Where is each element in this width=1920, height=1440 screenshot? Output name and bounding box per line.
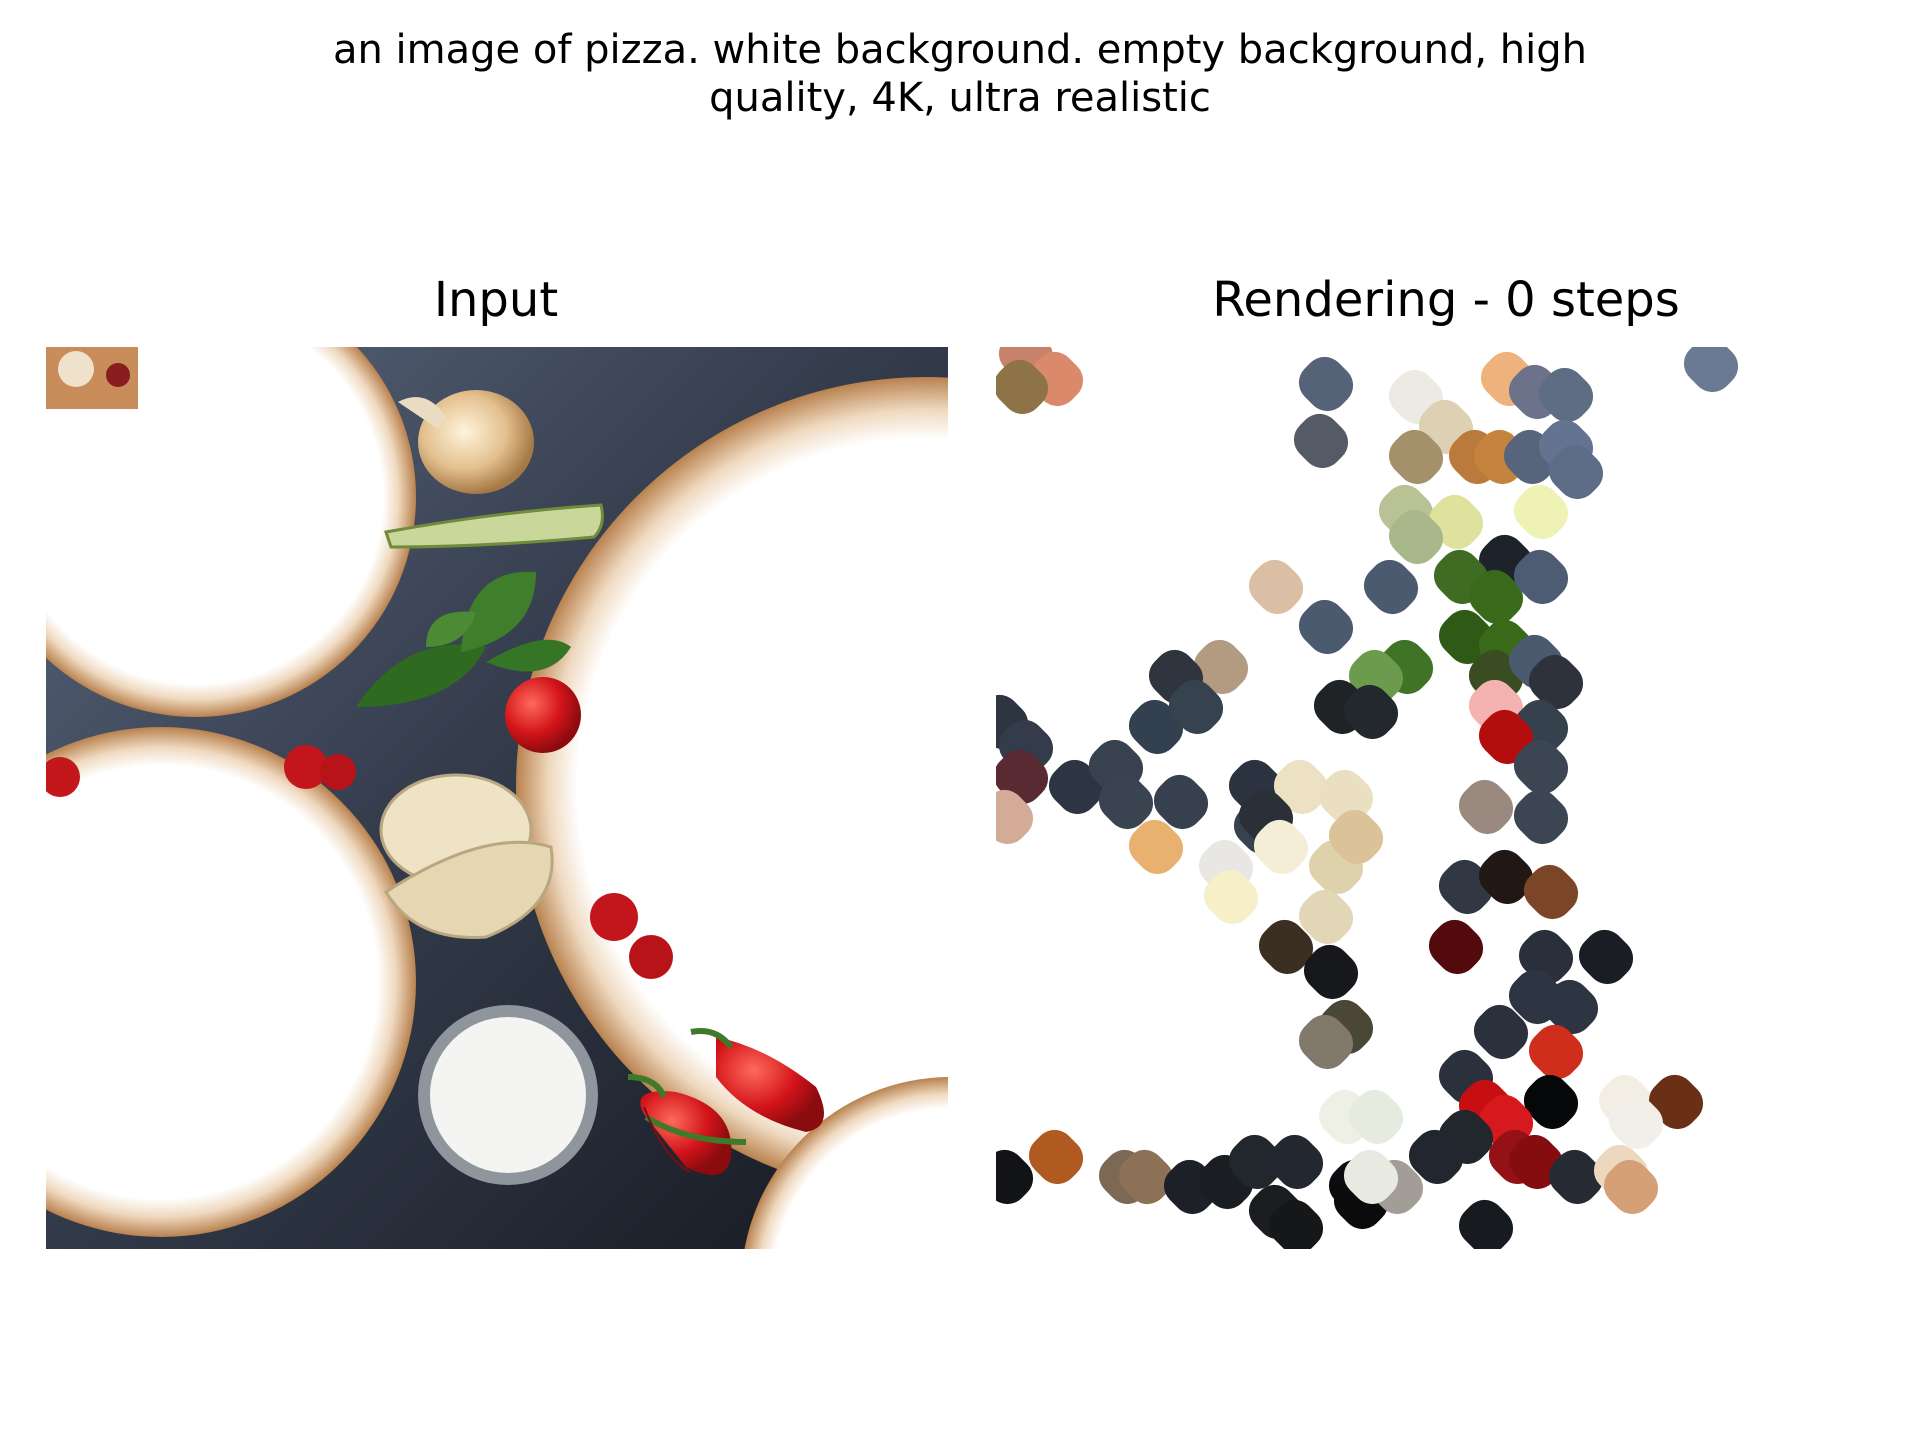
berry-2: [590, 893, 638, 941]
berry-1: [284, 745, 328, 789]
render-blob-16: [1548, 444, 1604, 500]
render-blob-100: [1118, 1149, 1174, 1205]
render-blob-70: [1478, 849, 1534, 905]
render-blob-60: [1128, 819, 1184, 875]
render-blob-56: [1513, 739, 1569, 795]
render-blob-76: [1543, 979, 1599, 1035]
render-blob-53: [1318, 769, 1374, 825]
rendering-blobs: [996, 347, 1739, 1249]
render-blob-106: [1268, 1199, 1324, 1249]
render-blob-11: [1388, 429, 1444, 485]
render-blob-3: [1298, 356, 1354, 412]
render-blob-48: [1098, 774, 1154, 830]
render-blob-55: [1478, 709, 1534, 765]
input-image-drawing: [46, 347, 948, 1249]
render-panel-title: Rendering - 0 steps: [1212, 272, 1680, 328]
render-blob-62: [1203, 869, 1259, 925]
render-blob-68: [1303, 944, 1359, 1000]
render-blob-8: [1683, 347, 1739, 393]
render-blob-38: [1168, 679, 1224, 735]
render-blob-28: [1438, 609, 1494, 665]
figure-title: an image of pizza. white background. emp…: [0, 26, 1920, 122]
render-blob-98: [1028, 1129, 1084, 1185]
cucumber-slice: [384, 503, 604, 549]
cherry-tomato: [505, 677, 581, 753]
render-blob-77: [1473, 1004, 1529, 1060]
render-blob-25: [1248, 559, 1304, 615]
cheese-slice-2: [383, 840, 554, 939]
render-blob-104: [1268, 1134, 1324, 1190]
garlic-bulb: [418, 390, 534, 494]
render-blob-46: [1048, 759, 1104, 815]
render-blob-80: [1528, 1024, 1584, 1080]
render-blob-35: [1193, 639, 1249, 695]
pizza-base-bottom-right: [744, 1077, 948, 1249]
render-blob-87: [1348, 1089, 1404, 1145]
figure-title-line-2: quality, 4K, ultra realistic: [709, 75, 1211, 121]
render-blob-66: [1298, 889, 1354, 945]
render-blob-82: [1523, 1074, 1579, 1130]
render-blob-57: [1513, 789, 1569, 845]
render-blob-74: [1578, 929, 1634, 985]
render-blob-49: [1153, 774, 1209, 830]
pizza-base-bottom-left: [46, 727, 416, 1237]
render-blob-20: [1513, 484, 1569, 540]
render-blob-26: [1363, 559, 1419, 615]
basil-leaf: [356, 644, 486, 707]
render-blob-63: [1253, 819, 1309, 875]
render-blob-27: [1298, 599, 1354, 655]
render-blob-97: [996, 1149, 1034, 1205]
render-blob-23: [1468, 569, 1524, 625]
figure-title-line-1: an image of pizza. white background. emp…: [332, 27, 1588, 73]
pepper-2: [716, 1037, 824, 1132]
render-blob-89: [1648, 1074, 1704, 1130]
render-blob-72: [1428, 919, 1484, 975]
render-blob-96: [1603, 1159, 1659, 1215]
render-blob-59: [996, 789, 1034, 845]
render-blob-110: [1343, 1149, 1399, 1205]
render-blob-7: [1538, 367, 1594, 423]
rendering-image: [996, 347, 1898, 1249]
render-blob-24: [1513, 549, 1569, 605]
render-blob-2: [996, 359, 1049, 415]
render-blob-37: [1128, 699, 1184, 755]
pizza-base-right: [516, 377, 948, 1197]
render-blob-65: [1328, 809, 1384, 865]
render-blob-52: [1273, 759, 1329, 815]
render-blob-71: [1523, 864, 1579, 920]
render-blob-91: [1408, 1129, 1464, 1185]
render-blob-79: [1298, 1014, 1354, 1070]
input-panel-title: Input: [433, 272, 559, 328]
render-blob-58: [1458, 779, 1514, 835]
render-blob-111: [1458, 1199, 1514, 1249]
render-blob-90: [1608, 1094, 1664, 1150]
render-blob-103: [1228, 1134, 1284, 1190]
pizza-base-top-left: [46, 347, 416, 717]
input-image: [46, 347, 948, 1249]
render-blob-94: [1548, 1149, 1604, 1205]
render-blob-34: [1528, 654, 1584, 710]
render-blob-19: [1388, 509, 1444, 565]
render-blob-9: [1293, 413, 1349, 469]
render-blob-67: [1258, 919, 1314, 975]
render-blob-40: [1343, 684, 1399, 740]
